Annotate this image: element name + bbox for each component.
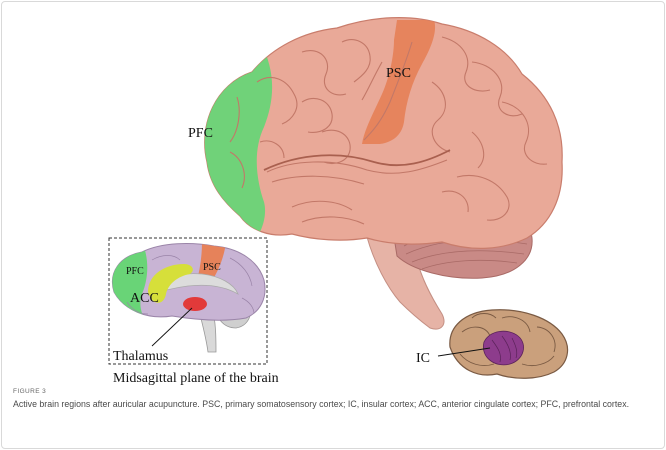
insula-region bbox=[482, 330, 524, 366]
inset-dashed-box bbox=[108, 237, 268, 365]
ic-label: IC bbox=[416, 351, 430, 366]
inset-acc-label: ACC bbox=[130, 291, 159, 306]
caption-text: Active brain regions after auricular acu… bbox=[13, 399, 630, 409]
ic-pointer bbox=[437, 347, 491, 357]
thalamus-label: Thalamus bbox=[113, 349, 168, 364]
psc-region bbox=[362, 20, 436, 144]
inset-acc-region bbox=[148, 264, 193, 303]
inset-title: Midsagittal plane of the brain bbox=[113, 371, 279, 386]
inset-psc-label: PSC bbox=[203, 262, 221, 273]
psc-label: PSC bbox=[386, 66, 411, 81]
lateral-sulcus bbox=[263, 149, 451, 171]
inset-pfc-label: PFC bbox=[126, 266, 144, 277]
gyri-lines bbox=[229, 36, 548, 225]
figure-caption: FIGURE 3 Active brain regions after auri… bbox=[13, 388, 653, 410]
inset-psc-region bbox=[196, 243, 226, 284]
insula-brain: IC bbox=[416, 309, 569, 379]
pfc-label: PFC bbox=[188, 126, 213, 141]
figure-number: FIGURE 3 bbox=[13, 388, 47, 395]
midsagittal-inset: PFC PSC ACC Thalamus Midsagittal plane o… bbox=[108, 237, 279, 386]
inset-thalamus-region bbox=[183, 297, 207, 311]
thalamus-pointer bbox=[151, 307, 193, 347]
